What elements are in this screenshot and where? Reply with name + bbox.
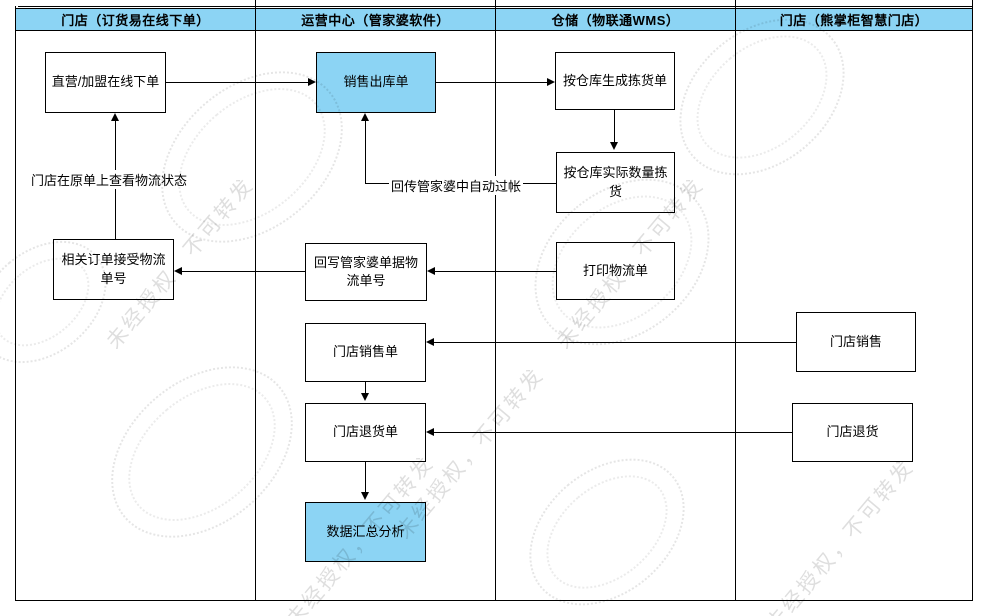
arrowhead-into-outbound (308, 78, 316, 86)
arrowhead-into-writeback (427, 267, 435, 275)
edge-writeback-to-accept (182, 271, 305, 272)
watermark-text: 未经授权，不可转发 (762, 455, 919, 616)
edge-generate-to-actual-pick (614, 110, 615, 143)
node-sales-outbound: 销售出库单 (316, 52, 436, 113)
edge-online-to-outbound (166, 82, 309, 83)
watermark-stamp-icon (648, 0, 876, 208)
lane-header-store-order: 门店（订货易在线下单） (15, 8, 256, 31)
edge-salesorder-to-returnorder (365, 382, 366, 394)
node-store-sales: 门店销售 (796, 312, 916, 372)
arrowhead-into-salesorder (426, 338, 434, 346)
lane-divider-2 (495, 0, 496, 600)
node-store-sales-order: 门店销售单 (305, 323, 426, 382)
arrowhead-into-online-order (111, 113, 119, 121)
arrowhead-into-analysis (361, 492, 369, 500)
node-data-analysis: 数据汇总分析 (305, 502, 426, 562)
pool-left-border (15, 6, 16, 601)
edge-print-to-writeback (435, 271, 556, 272)
edge-outbound-to-generate-pick (436, 82, 548, 83)
node-online-order: 直营/加盟在线下单 (45, 52, 166, 113)
watermark-stamp-icon (500, 428, 714, 616)
arrowhead-into-generate-pick (547, 78, 555, 86)
node-print-logistics: 打印物流单 (556, 242, 675, 300)
node-accept-tracking: 相关订单接受物流单号 (53, 239, 174, 300)
edge-label-view-logistics-status: 门店在原单上查看物流状态 (29, 170, 190, 189)
lane-header-smart-store: 门店（熊掌柜智慧门店） (735, 8, 973, 31)
node-store-return-order: 门店退货单 (305, 403, 426, 462)
lane-header-operations-center: 运营中心（管家婆软件） (255, 8, 496, 31)
watermark-stamp-icon (77, 331, 327, 573)
edge-storesales-to-salesorder (434, 342, 796, 343)
pool-right-border (972, 0, 973, 601)
pool-bottom-border (15, 600, 973, 601)
node-store-return: 门店退货 (792, 403, 913, 462)
arrowhead-into-actual-pick (610, 142, 618, 150)
arrowhead-into-returnorder (426, 428, 434, 436)
node-actual-picking: 按仓库实际数量拣货 (556, 152, 675, 213)
edge-label-auto-post: 回传管家婆中自动过帐 (389, 176, 524, 195)
lane-divider-1 (255, 0, 256, 600)
arrowhead-into-accept (174, 267, 182, 275)
node-writeback-tracking: 回写管家婆单据物流单号 (305, 243, 427, 301)
lane-header-warehouse-wms: 仓储（物联通WMS） (495, 8, 736, 31)
lane-divider-3 (735, 0, 736, 600)
arrowhead-into-returnorder-top (361, 393, 369, 401)
edge-autopost-vertical (365, 121, 366, 183)
edge-storereturn-to-returnorder (434, 432, 792, 433)
node-generate-picking: 按仓库生成拣货单 (555, 52, 675, 110)
arrowhead-into-outbound-bottom (361, 113, 369, 121)
edge-returnorder-to-analysis (365, 462, 366, 493)
